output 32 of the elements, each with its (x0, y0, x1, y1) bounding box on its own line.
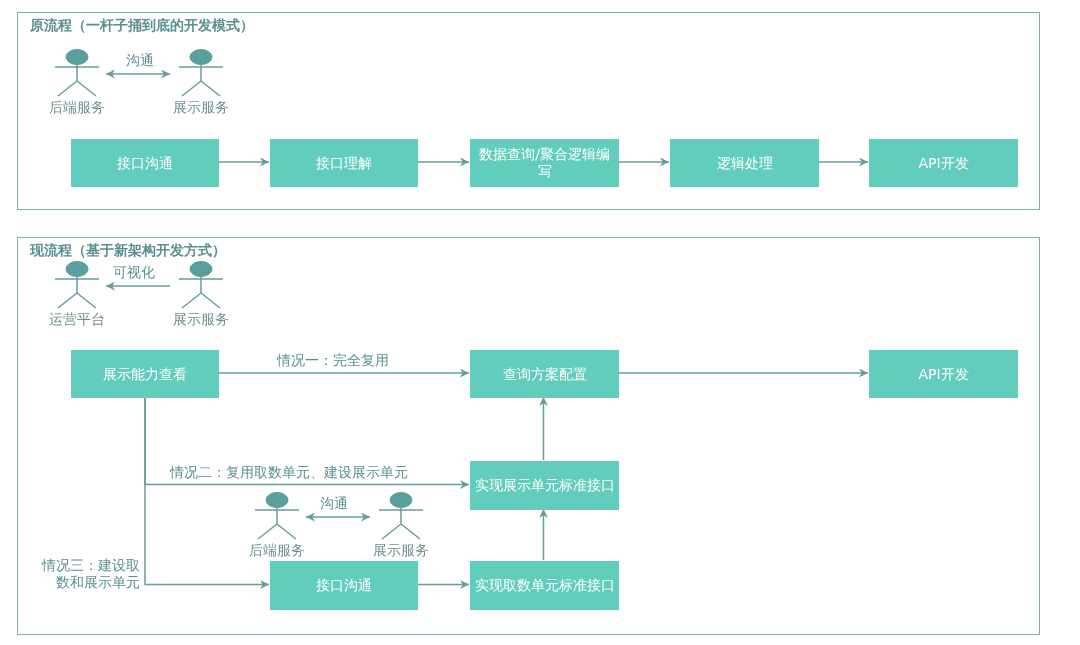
process-box: 实现展示单元标准接口 (470, 461, 619, 510)
edge-label: 沟通 (318, 495, 350, 512)
arrow (105, 69, 171, 79)
process-frame (17, 237, 1040, 635)
process-box: 接口沟通 (270, 561, 418, 610)
actor-label: 展示服务 (172, 99, 230, 117)
frame-title: 现流程（基于新架构开发方式） (30, 242, 226, 260)
process-frame (17, 12, 1040, 210)
process-box: 展示能力查看 (71, 350, 219, 398)
edge-label: 沟通 (124, 52, 156, 69)
edge-label: 情况二：复用取数单元、建设展示单元 (168, 464, 410, 481)
process-box: API开发 (869, 139, 1018, 187)
edge-label: 可视化 (111, 264, 157, 281)
arrow (144, 396, 270, 589)
frame-title: 原流程（一杆子捅到底的开发模式） (30, 17, 254, 35)
arrow (105, 281, 171, 291)
arrow (539, 396, 548, 461)
edge-label: 情况一：完全复用 (275, 352, 391, 369)
process-box: 接口沟通 (71, 139, 219, 187)
process-box: 实现取数单元标准接口 (470, 561, 619, 610)
arrow (539, 508, 548, 561)
actor-label: 后端服务 (48, 99, 106, 117)
actor-label: 展示服务 (172, 311, 230, 329)
process-box: 接口理解 (270, 139, 418, 187)
actor-label: 后端服务 (248, 542, 306, 560)
process-box: 数据查询/聚合逻辑编写 (470, 139, 619, 187)
process-box: 逻辑处理 (670, 139, 819, 187)
process-box: API开发 (869, 350, 1018, 398)
actor-label: 展示服务 (372, 542, 430, 560)
actor-label: 运营平台 (48, 311, 106, 329)
process-box: 查询方案配置 (470, 350, 619, 398)
arrow (305, 512, 371, 522)
